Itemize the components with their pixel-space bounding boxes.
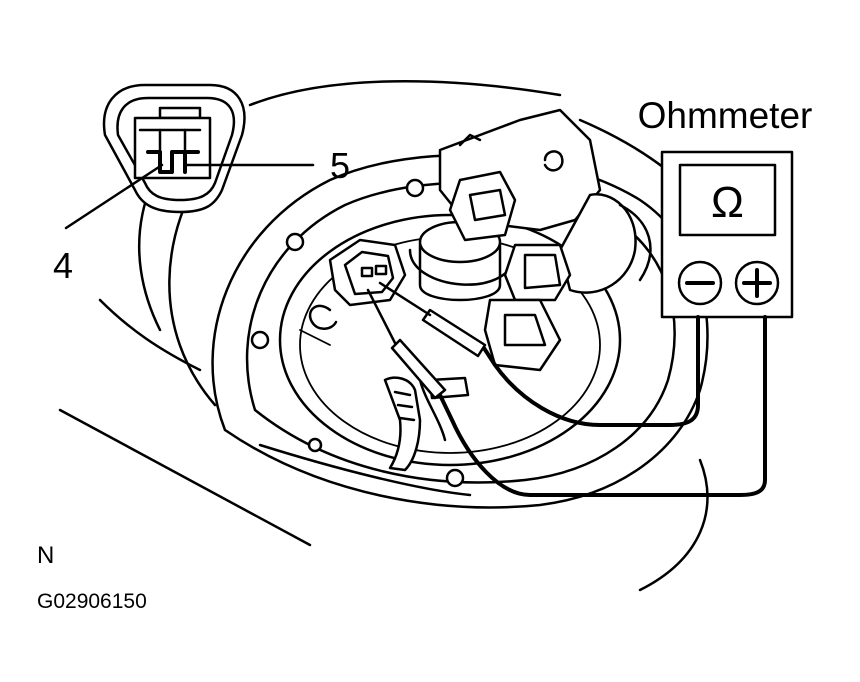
pin-5-label: 5 — [330, 145, 350, 186]
ohmmeter: Ω — [660, 150, 794, 319]
ohmmeter-label: Ohmmeter — [638, 95, 813, 136]
ohm-symbol: Ω — [711, 178, 744, 227]
wire-harness — [383, 376, 470, 472]
figure-code-label: G02906150 — [37, 590, 147, 613]
bolt — [445, 468, 465, 488]
positive-probe — [390, 338, 447, 400]
bolt — [307, 437, 323, 453]
negative-probe — [421, 308, 487, 358]
sender-assembly — [408, 108, 652, 372]
probed-connector — [328, 238, 407, 307]
terminal — [360, 266, 374, 278]
bolt — [405, 178, 425, 198]
bolt — [250, 330, 270, 350]
bolt — [285, 232, 305, 252]
test-leads — [366, 281, 767, 497]
pin-4-label: 4 — [53, 245, 73, 286]
terminal — [374, 264, 388, 276]
pin-4-leader — [64, 163, 164, 230]
connector-inset — [102, 83, 246, 214]
view-mark-label: N — [37, 542, 54, 569]
ohmmeter-display — [678, 163, 777, 237]
